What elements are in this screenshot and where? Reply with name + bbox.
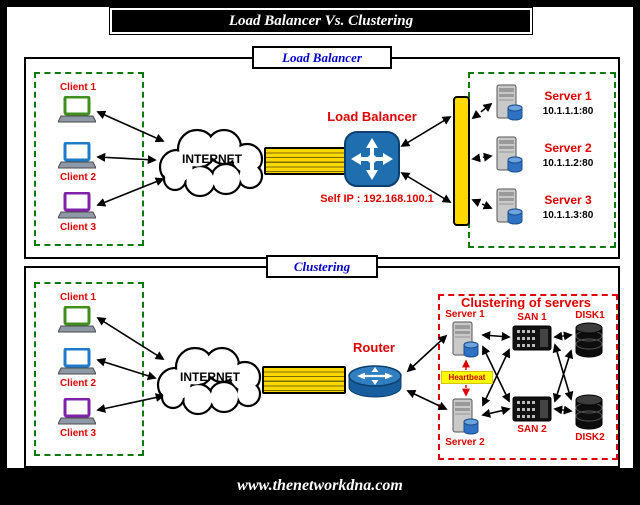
self-ip-label: Self IP : 192.168.100.1 [320,193,434,205]
server-3-address: 10.1.1.3:80 [542,210,594,221]
server-icon [450,321,480,359]
laptop-icon [58,348,96,376]
cluster-internet-label: INTERNET [180,370,240,384]
server-3-name: Server 3 [544,193,592,207]
server-2-address: 10.1.1.2:80 [542,158,594,169]
load-balancer-icon [344,131,400,187]
disk-array-icon [574,322,604,358]
cluster-client-2-label: Client 2 [59,378,97,389]
cluster-server-2-label: Server 2 [445,437,485,448]
server-2-name: Server 2 [544,141,592,155]
cluster-client-1-label: Client 1 [59,292,97,303]
disk-array-icon [574,394,604,430]
lb-client-2-label: Client 2 [59,172,97,183]
backplane-bar [453,96,470,226]
section-label-clustering: Clustering [266,255,378,278]
san-switch-icon [512,396,552,422]
footer-url: www.thenetworkdna.com [0,468,640,505]
router-icon [346,362,404,402]
server-icon [450,398,480,436]
cluster-client-3-label: Client 3 [59,428,97,439]
section-label-load-balancer: Load Balancer [252,46,392,69]
server-1-name: Server 1 [544,89,592,103]
disk-1-label: DISK1 [575,310,605,321]
lb-internet-label: INTERNET [182,152,242,166]
laptop-icon [58,142,96,170]
cable-bundle-icon [262,366,346,394]
heartbeat-label: Heartbeat [441,371,493,384]
server-icon [494,136,524,174]
cluster-server-1-label: Server 1 [445,309,485,320]
page-title: Load Balancer Vs. Clustering [109,7,533,35]
laptop-icon [58,96,96,124]
server-icon [494,84,524,122]
cluster-servers-group-box [438,294,618,460]
laptop-icon [58,306,96,334]
cluster-title: Clustering of servers [460,295,592,310]
load-balancer-device-label: Load Balancer [327,109,417,124]
lb-client-1-label: Client 1 [59,82,97,93]
disk-2-label: DISK2 [575,432,605,443]
cable-bundle-icon [264,147,346,175]
san-switch-icon [512,325,552,351]
router-label: Router [353,340,395,355]
san-2-label: SAN 2 [517,424,547,435]
server-1-address: 10.1.1.1:80 [542,106,594,117]
lb-client-3-label: Client 3 [59,222,97,233]
laptop-icon [58,398,96,426]
server-icon [494,188,524,226]
laptop-icon [58,192,96,220]
san-1-label: SAN 1 [517,312,547,323]
